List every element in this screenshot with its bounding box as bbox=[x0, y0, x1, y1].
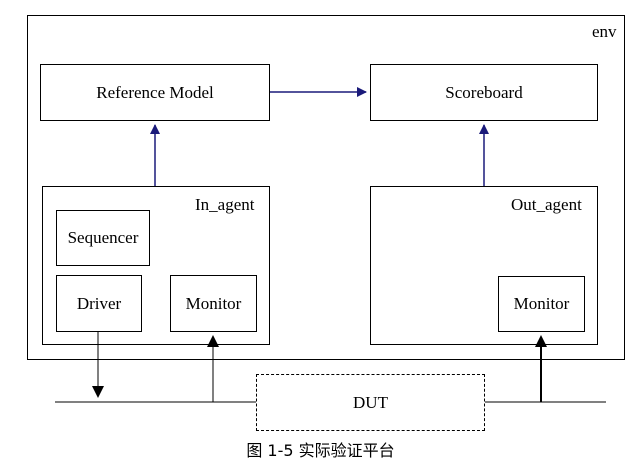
dut-box: DUT bbox=[256, 374, 485, 431]
dut-label: DUT bbox=[353, 392, 388, 412]
out-monitor-box: Monitor bbox=[498, 276, 585, 332]
out-agent-label: Out_agent bbox=[511, 195, 582, 214]
scoreboard-label: Scoreboard bbox=[445, 82, 523, 102]
scoreboard-box: Scoreboard bbox=[370, 64, 598, 121]
out-monitor-label: Monitor bbox=[513, 294, 570, 313]
reference-model-box: Reference Model bbox=[40, 64, 270, 121]
figure-caption: 图 1-5 实际验证平台 bbox=[246, 441, 395, 460]
sequencer-box: Sequencer bbox=[56, 210, 150, 266]
env-label: env bbox=[592, 22, 617, 41]
in-monitor-box: Monitor bbox=[170, 275, 257, 332]
in-monitor-label: Monitor bbox=[185, 293, 242, 313]
driver-box: Driver bbox=[56, 275, 142, 332]
in-agent-label: In_agent bbox=[195, 195, 255, 214]
reference-model-label: Reference Model bbox=[96, 82, 214, 102]
sequencer-label: Sequencer bbox=[67, 228, 139, 247]
driver-label: Driver bbox=[76, 293, 122, 313]
